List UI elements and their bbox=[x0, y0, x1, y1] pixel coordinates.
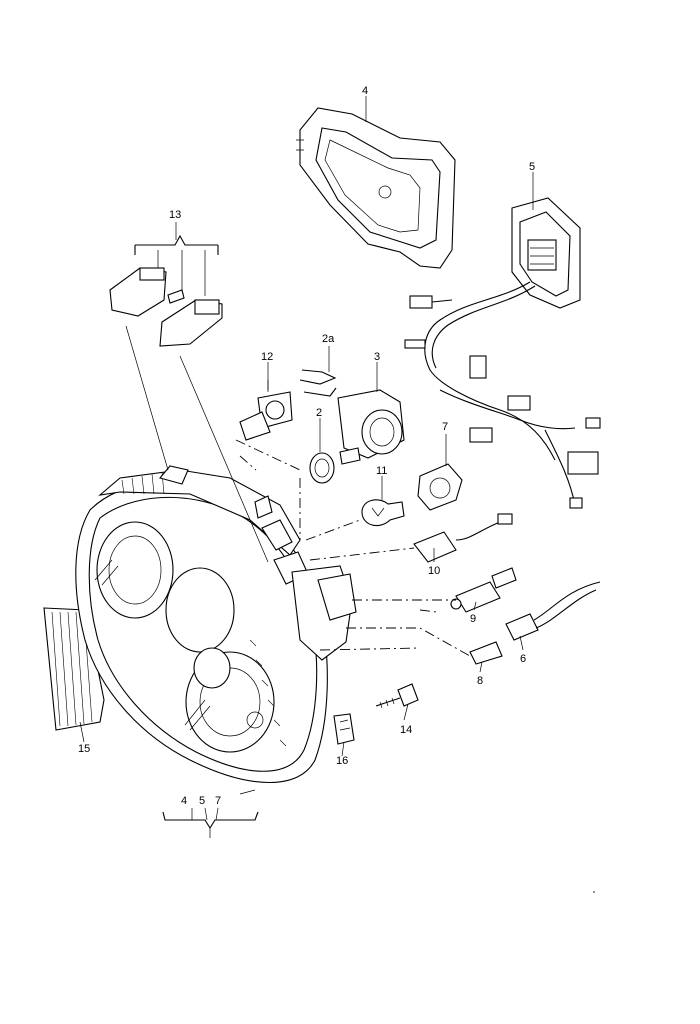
bottom-group-bracket bbox=[162, 807, 259, 838]
assembly-dash-lines bbox=[235, 439, 471, 657]
part-13-bracket-group bbox=[109, 234, 223, 347]
label-group-5: 5 bbox=[199, 795, 205, 807]
part-2-retaining-ring bbox=[309, 452, 335, 484]
part-14-screw bbox=[375, 683, 419, 709]
label-part-4: 4 bbox=[362, 85, 368, 97]
part-labels: 4 5 13 2a 12 3 2 7 11 10 9 6 8 14 16 15 … bbox=[78, 85, 535, 807]
label-group-7: 7 bbox=[215, 795, 221, 807]
label-part-15: 15 bbox=[78, 743, 90, 755]
label-part-2: 2 bbox=[316, 407, 322, 419]
label-part-6: 6 bbox=[520, 653, 526, 665]
leader-lines bbox=[79, 96, 534, 795]
label-part-8: 8 bbox=[477, 675, 483, 687]
label-part-3: 3 bbox=[374, 351, 380, 363]
label-group-4: 4 bbox=[181, 795, 187, 807]
stray-dot bbox=[593, 891, 595, 893]
label-part-14: 14 bbox=[400, 724, 412, 736]
part-9-h-bulb bbox=[450, 567, 517, 613]
label-part-12: 12 bbox=[261, 351, 273, 363]
part-11-indicator-bulb bbox=[361, 499, 405, 527]
part-3-igniter bbox=[337, 389, 405, 465]
part-16-clip bbox=[333, 713, 355, 745]
label-part-5: 5 bbox=[529, 161, 535, 173]
part-2a-spring-clip bbox=[299, 369, 337, 397]
label-part-2a: 2a bbox=[322, 333, 335, 345]
label-part-11: 11 bbox=[376, 465, 387, 477]
label-part-9: 9 bbox=[470, 613, 476, 625]
part-7-bulb-holder bbox=[417, 463, 463, 511]
part-5-cover-and-harness bbox=[404, 197, 601, 509]
part-10-bulb-with-lead bbox=[413, 513, 513, 563]
label-part-10: 10 bbox=[428, 565, 440, 577]
headlight-housing bbox=[75, 465, 357, 783]
part-6-socket-lead bbox=[505, 581, 601, 641]
part-4-seal-frame bbox=[296, 107, 456, 269]
part-12-halogen-bulb bbox=[239, 380, 293, 441]
label-part-7: 7 bbox=[442, 421, 448, 433]
label-part-13: 13 bbox=[169, 209, 181, 221]
part-8-small-bulb bbox=[469, 641, 503, 665]
label-part-16: 16 bbox=[336, 755, 348, 767]
